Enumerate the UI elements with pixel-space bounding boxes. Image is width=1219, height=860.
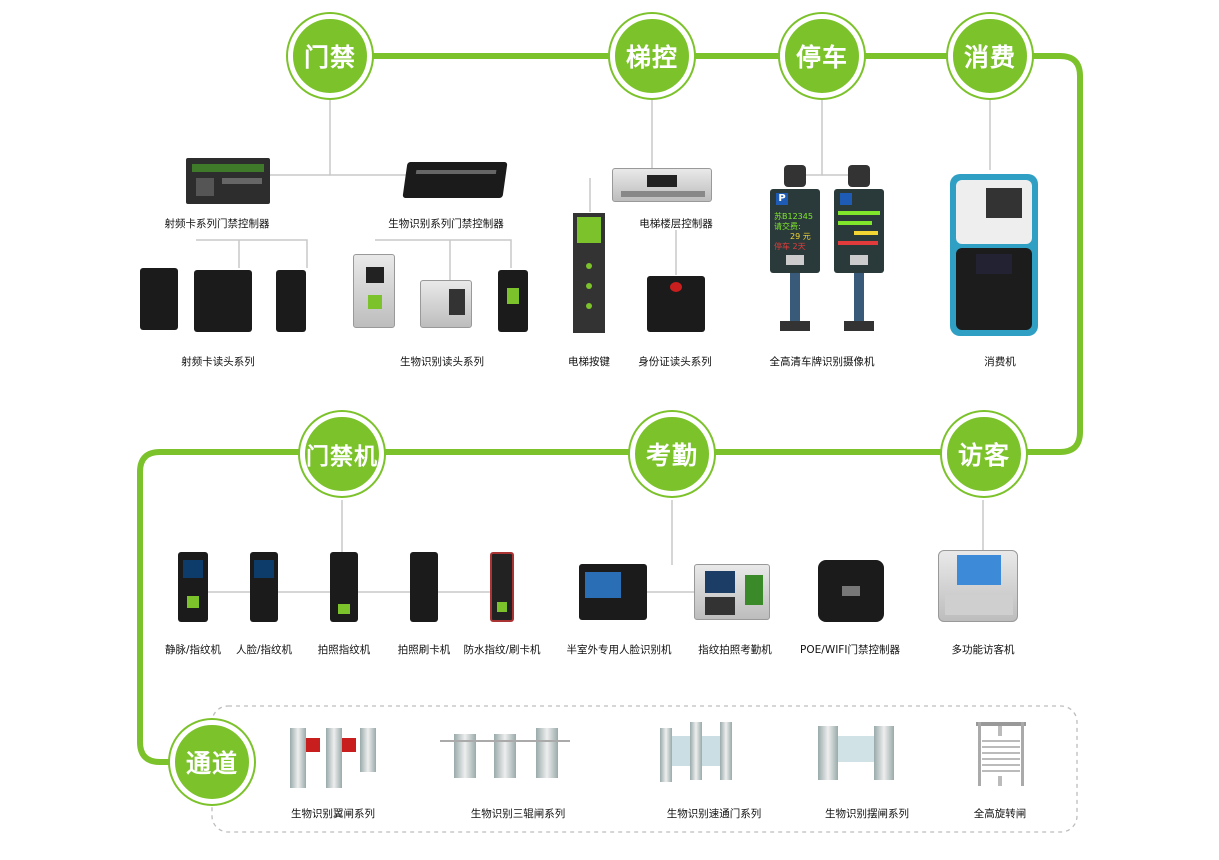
label-outdoor-face: 半室外专用人脸识别机 [566,644,672,656]
label-photo-card: 拍照刷卡机 [397,644,451,656]
parking-line-2: 请交费: [774,222,801,231]
node-access-control: 门禁 [288,14,372,98]
node-visitor: 访客 [942,412,1026,496]
id-reader-image [647,276,705,332]
label-vein-fp: 静脉/指纹机 [164,644,222,656]
elevator-button-image [573,213,605,333]
elevator-controller-image [612,168,712,202]
bio-reader-2-image [420,280,472,328]
node-access-terminal: 门禁机 [300,412,384,496]
photo-card-image [410,552,438,622]
label-speed-gate: 生物识别速通门系列 [666,808,762,820]
parking-line-4: 停车 2天 [774,242,806,251]
pos-machine-image [950,174,1038,336]
label-pos-machine: 消费机 [984,356,1016,368]
node-parking: 停车 [780,14,864,98]
rfid-controller-image [186,158,270,204]
outdoor-face-image [579,564,647,620]
bio-controller-image [402,162,508,198]
fp-attendance-image [694,564,770,620]
node-attendance: 考勤 [630,412,714,496]
label-plate-camera: 全高清车牌识别摄像机 [769,356,875,368]
label-waterproof: 防水指纹/刷卡机 [463,644,541,656]
label-flap-gate: 生物识别翼闸系列 [291,808,375,820]
label-poe-controller: POE/WIFI门禁控制器 [800,644,900,656]
flap-gate-image [290,728,382,790]
plate-camera-1-image: P 苏B12345 请交费: 29 元 停车 2天 [768,165,824,333]
rfid-reader-1-image [140,268,178,330]
photo-fp-image [330,552,358,622]
turnstile-image [976,722,1026,788]
vein-fp-image [178,552,208,622]
label-photo-fp: 拍照指纹机 [317,644,371,656]
node-consumption: 消费 [948,14,1032,98]
bio-reader-1-image [353,254,395,328]
tripod-gate-image [440,718,570,780]
visitor-machine-image [938,550,1018,622]
plate-camera-2-image [832,165,888,333]
rfid-reader-2-image [194,270,252,332]
waterproof-image [490,552,514,622]
label-elevator-controller: 电梯楼层控制器 [639,218,713,230]
label-bio-controller: 生物识别系列门禁控制器 [388,218,504,230]
poe-controller-image [818,560,884,622]
label-elevator-button: 电梯按键 [568,356,610,368]
swing-gate-image [818,726,898,782]
label-rfid-controller: 射频卡系列门禁控制器 [164,218,270,230]
face-fp-image [250,552,278,622]
bio-reader-3-image [498,270,528,332]
label-fp-attendance: 指纹拍照考勤机 [698,644,772,656]
label-face-fp: 人脸/指纹机 [235,644,293,656]
label-id-reader: 身份证读头系列 [638,356,712,368]
node-elevator-control: 梯控 [610,14,694,98]
label-turnstile: 全高旋转闸 [973,808,1027,820]
label-bio-reader: 生物识别读头系列 [400,356,484,368]
label-tripod-gate: 生物识别三辊闸系列 [470,808,566,820]
main-green-loop [137,53,1083,765]
parking-line-1: 苏B12345 [774,212,813,221]
parking-p-sign: P [776,193,788,205]
label-rfid-reader: 射频卡读头系列 [181,356,255,368]
label-visitor-machine: 多功能访客机 [951,644,1015,656]
label-swing-gate: 生物识别摆闸系列 [825,808,909,820]
speed-gate-image [660,722,760,784]
parking-line-3: 29 元 [790,232,811,241]
rfid-reader-3-image [276,270,306,332]
node-passage: 通道 [170,720,254,804]
